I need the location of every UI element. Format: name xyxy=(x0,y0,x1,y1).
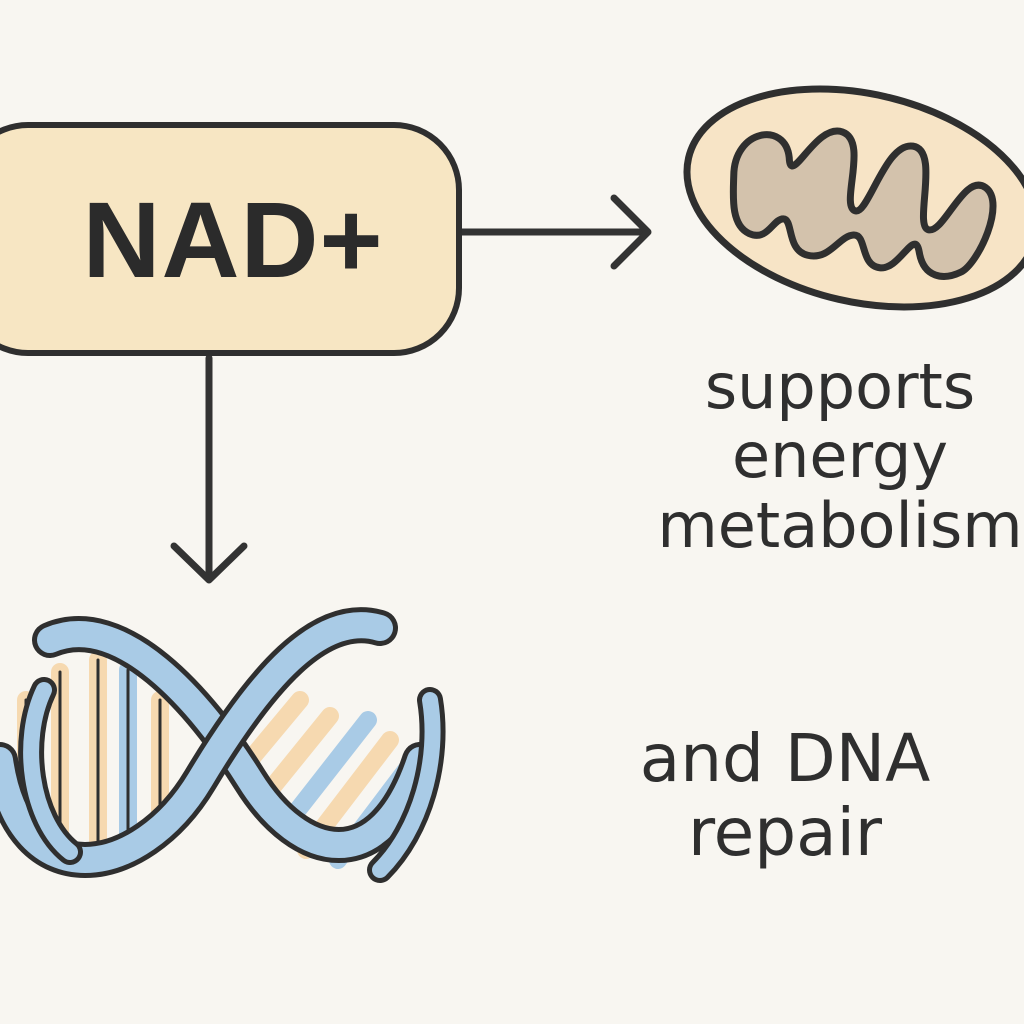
energy-caption: supports energy metabolism xyxy=(630,350,1024,562)
dna-caption: and DNA repair xyxy=(600,722,970,870)
nad-label: NAD+ xyxy=(82,178,384,300)
dna-caption-line: repair xyxy=(687,793,883,871)
energy-caption-line: energy xyxy=(731,419,949,493)
energy-caption-line: supports xyxy=(704,350,976,423)
dna-double-helix-icon xyxy=(0,607,446,883)
arrow-to-mitochondrion xyxy=(458,194,652,270)
mitochondrion-icon xyxy=(683,85,1024,311)
nad-node: NAD+ xyxy=(0,122,462,356)
energy-caption-line: metabolism xyxy=(657,488,1023,562)
dna-caption-line: and DNA xyxy=(639,720,931,797)
arrow-to-dna xyxy=(170,354,248,584)
